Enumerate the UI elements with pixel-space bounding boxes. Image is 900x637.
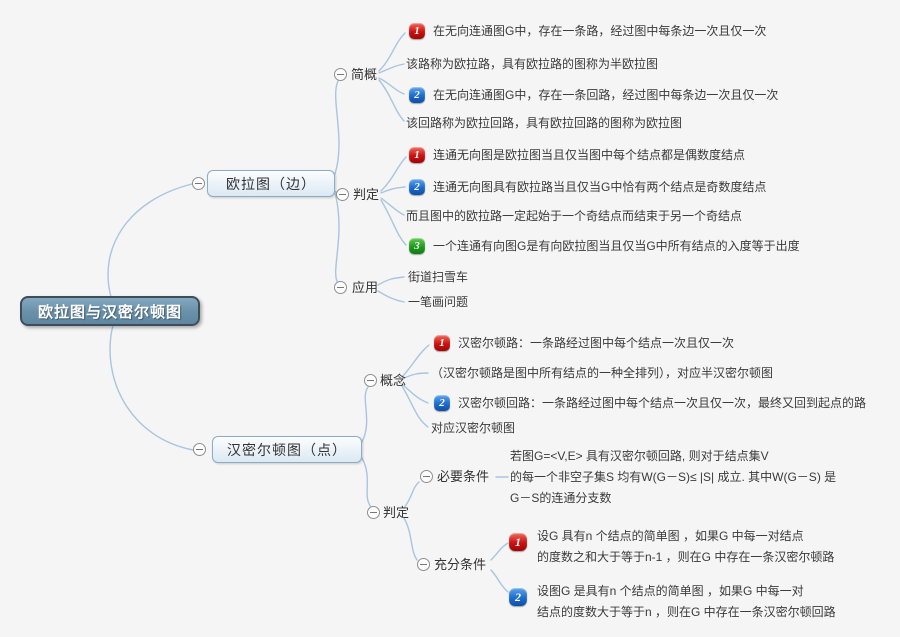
- section-concept-label[interactable]: 概念: [380, 373, 407, 388]
- number-badge-icon: 1: [434, 335, 450, 351]
- root-topic[interactable]: 欧拉图与汉密尔顿图: [20, 296, 200, 326]
- text-line: 设G 具有n 个结点的简单图 ，如果G 中每一对结点: [537, 529, 804, 543]
- collapse-icon[interactable]: [334, 68, 347, 81]
- topic-text: 而且图中的欧拉路一定起始于一个奇结点而结束于另一个奇结点: [406, 209, 743, 223]
- collapse-icon[interactable]: [417, 558, 430, 571]
- number-badge-icon: 1: [509, 533, 527, 551]
- collapse-icon[interactable]: [334, 281, 347, 294]
- collapse-icon[interactable]: [367, 506, 380, 519]
- topic-row[interactable]: 一笔画问题: [408, 293, 468, 311]
- section-sufficient-label[interactable]: 充分条件: [434, 557, 487, 572]
- number-badge-icon: 2: [509, 588, 527, 606]
- topic-row[interactable]: 该回路称为欧拉回路，具有欧拉回路的图称为欧拉图: [406, 114, 682, 132]
- number-badge-icon: 1: [409, 23, 425, 39]
- topic-row[interactable]: （汉密尔顿路是图中所有结点的一种全排列），对应半汉密尔顿图: [431, 364, 773, 382]
- topic-row[interactable]: 3 一个连通有向图G是有向欧拉图当且仅当G中所有结点的入度等于出度: [409, 237, 800, 255]
- number-badge-icon: 2: [409, 87, 425, 103]
- topic-row[interactable]: 该路称为欧拉路，具有欧拉路的图称为半欧拉图: [406, 55, 658, 73]
- topic-row[interactable]: 1 汉密尔顿路：一条路经过图中每个结点一次且仅一次: [434, 334, 734, 352]
- text-line: 若图G=<V,E> 具有汉密尔顿回路, 则对于结点集V: [510, 449, 769, 463]
- text-line: 的度数之和大于等于n-1 ，则在G 中存在一条汉密尔顿路: [537, 550, 835, 564]
- topic-row[interactable]: 1 连通无向图是欧拉图当且仅当图中每个结点都是偶数度结点: [409, 146, 745, 164]
- topic-text: 在无向连通图G中，存在一条路，经过图中每条边一次且仅一次: [433, 24, 767, 38]
- topic-text: 连通无向图具有欧拉路当且仅当G中恰有两个结点是奇数度结点: [433, 180, 767, 194]
- section-overview-label[interactable]: 简概: [351, 67, 378, 82]
- collapse-icon[interactable]: [192, 177, 205, 190]
- topic-text: 连通无向图是欧拉图当且仅当图中每个结点都是偶数度结点: [433, 148, 746, 162]
- section-apply-label[interactable]: 应用: [352, 280, 379, 295]
- collapse-icon[interactable]: [336, 188, 349, 201]
- section-judge2-label[interactable]: 判定: [383, 505, 410, 520]
- text-line: G－S的连通分支数: [510, 491, 612, 505]
- euler-topic[interactable]: 欧拉图（边）: [207, 170, 335, 197]
- number-badge-icon: 1: [409, 147, 425, 163]
- collapse-icon[interactable]: [364, 374, 377, 387]
- topic-text: 该路称为欧拉路，具有欧拉路的图称为半欧拉图: [406, 57, 659, 71]
- section-necessary-label[interactable]: 必要条件: [437, 469, 490, 484]
- topic-text: 一个连通有向图G是有向欧拉图当且仅当G中所有结点的入度等于出度: [433, 239, 800, 253]
- topic-text: 一笔画问题: [408, 295, 469, 309]
- topic-text: 该回路称为欧拉回路，具有欧拉回路的图称为欧拉图: [406, 116, 683, 130]
- topic-row[interactable]: 2 设图G 是具有n 个结点的简单图 ，如果G 中每一对 结点的度数大于等于n …: [509, 581, 836, 623]
- topic-row[interactable]: 对应汉密尔顿图: [431, 419, 515, 437]
- number-badge-icon: 3: [409, 238, 425, 254]
- topic-text: 汉密尔顿路：一条路经过图中每个结点一次且仅一次: [458, 336, 735, 350]
- topic-text: （汉密尔顿路是图中所有结点的一种全排列），对应半汉密尔顿图: [431, 366, 774, 380]
- text-line: 设图G 是具有n 个结点的简单图 ，如果G 中每一对: [537, 584, 804, 598]
- section-judge-label[interactable]: 判定: [353, 187, 380, 202]
- topic-text: 街道扫雪车: [408, 270, 469, 284]
- collapse-icon[interactable]: [193, 443, 206, 456]
- number-badge-icon: 2: [434, 395, 450, 411]
- topic-text: 对应汉密尔顿图: [431, 421, 516, 435]
- topic-row[interactable]: 2 汉密尔顿回路：一条路经过图中每个结点一次且仅一次，最终又回到起点的路: [434, 394, 866, 412]
- topic-text: 汉密尔顿回路：一条路经过图中每个结点一次且仅一次，最终又回到起点的路: [458, 396, 867, 410]
- hamilton-topic[interactable]: 汉密尔顿图（点）: [212, 436, 362, 463]
- number-badge-icon: 2: [409, 179, 425, 195]
- topic-row[interactable]: 1 设G 具有n 个结点的简单图 ，如果G 中每一对结点 的度数之和大于等于n-…: [509, 526, 834, 568]
- text-line: 结点的度数大于等于n ，则在G 中存在一条汉密尔顿回路: [537, 605, 836, 619]
- topic-row[interactable]: 2 在无向连通图G中，存在一条回路，经过图中每条边一次且仅一次: [409, 86, 778, 104]
- topic-row[interactable]: 2 连通无向图具有欧拉路当且仅当G中恰有两个结点是奇数度结点: [409, 178, 766, 196]
- necessary-condition-text[interactable]: 若图G=<V,E> 具有汉密尔顿回路, 则对于结点集V 的每一个非空子集S 均有…: [510, 446, 836, 509]
- collapse-icon[interactable]: [420, 470, 433, 483]
- text-line: 的每一个非空子集S 均有W(G－S)≤ |S| 成立. 其中W(G－S) 是: [510, 470, 837, 484]
- topic-row[interactable]: 而且图中的欧拉路一定起始于一个奇结点而结束于另一个奇结点: [406, 207, 742, 225]
- topic-text: 在无向连通图G中，存在一条回路，经过图中每条边一次且仅一次: [433, 88, 779, 102]
- topic-row[interactable]: 街道扫雪车: [408, 268, 468, 286]
- topic-row[interactable]: 1 在无向连通图G中，存在一条路，经过图中每条边一次且仅一次: [409, 22, 766, 40]
